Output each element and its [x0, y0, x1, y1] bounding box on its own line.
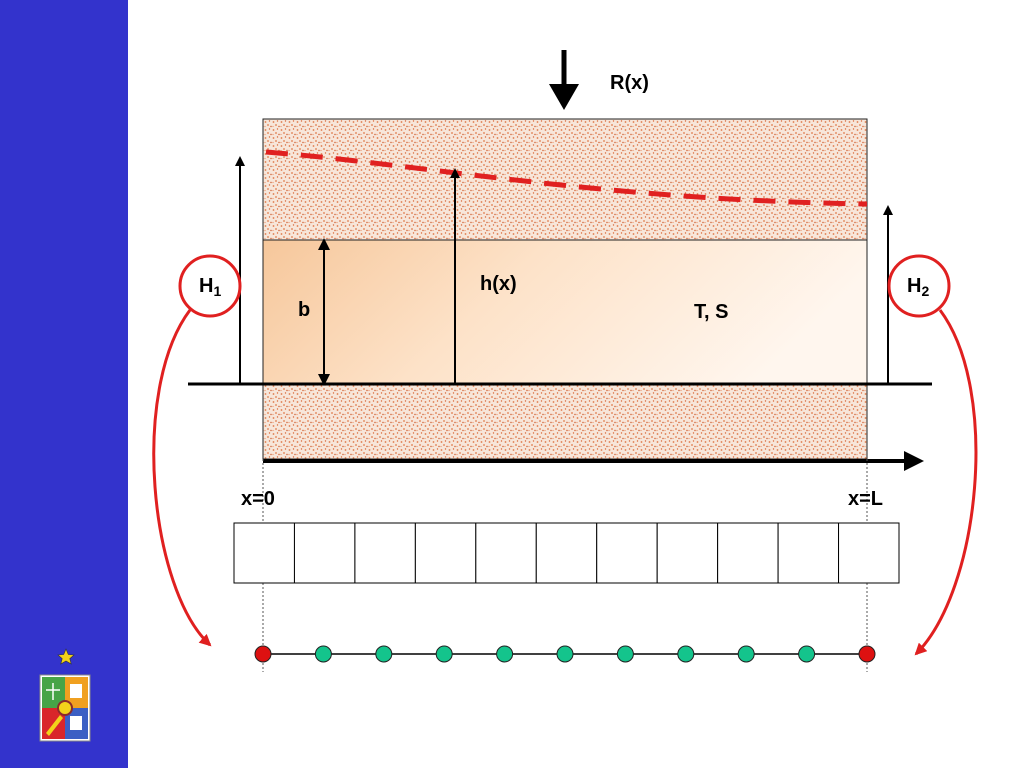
- grid-cell: [535, 522, 598, 584]
- water-table-line: [265, 149, 868, 207]
- head-profile-label: h(x): [480, 273, 517, 295]
- interior-node: [616, 645, 634, 663]
- upper-soil-layer: [262, 118, 868, 241]
- properties-label: T, S: [694, 301, 728, 323]
- left-boundary-head: H1: [178, 254, 242, 318]
- interior-node: [677, 645, 695, 663]
- boundary-node: [254, 645, 272, 663]
- grid-cell: [596, 522, 658, 584]
- grid-cell: [233, 522, 295, 584]
- x-end-label: x=L: [848, 488, 883, 510]
- grid-cells: [233, 522, 900, 584]
- interior-node: [737, 645, 755, 663]
- svg-text:H2: H2: [907, 275, 929, 299]
- right-boundary-link-arrow: [914, 309, 978, 656]
- grid-cell: [414, 522, 477, 584]
- interior-node: [556, 645, 574, 663]
- grid-cell: [656, 522, 719, 584]
- interior-node: [375, 645, 393, 663]
- grid-cell: [475, 522, 537, 584]
- grid-cell: [777, 522, 840, 584]
- right-boundary-head: H2: [887, 254, 951, 318]
- grid-cell: [354, 522, 416, 584]
- interior-node: [314, 645, 332, 663]
- lower-soil-layer: [262, 383, 868, 460]
- grid-cell: [717, 522, 779, 584]
- star-icon: [57, 648, 75, 665]
- recharge-label: R(x): [610, 72, 649, 94]
- university-crest-icon: [39, 648, 91, 742]
- grid-cell: [293, 522, 356, 584]
- recharge-arrow: [549, 50, 579, 110]
- interior-node: [435, 645, 453, 663]
- grid-nodes: [254, 645, 876, 663]
- boundary-node: [858, 645, 876, 663]
- left-boundary-link-arrow: [152, 309, 212, 647]
- grid-cell: [838, 522, 900, 584]
- interior-node: [798, 645, 816, 663]
- interior-node: [496, 645, 514, 663]
- svg-text:H1: H1: [199, 275, 221, 299]
- thickness-label: b: [298, 299, 310, 321]
- aquifer-layer: [262, 239, 868, 385]
- sidebar: [0, 0, 128, 768]
- x-start-label: x=0: [241, 488, 275, 510]
- thickness-arrow: [318, 238, 330, 386]
